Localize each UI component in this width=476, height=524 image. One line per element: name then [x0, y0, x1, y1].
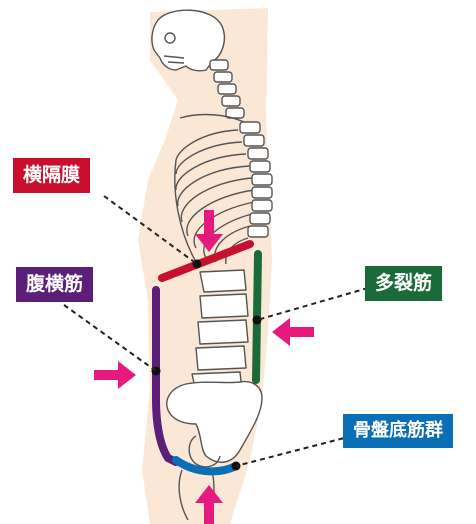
label-diaphragm: 横隔膜 — [13, 158, 90, 193]
label-multifidus: 多裂筋 — [365, 266, 442, 301]
label-transverse-abdominis: 腹横筋 — [16, 267, 93, 302]
pressure-arrow-icon — [94, 361, 136, 389]
label-pelvic-floor: 骨盤底筋群 — [343, 414, 453, 448]
muscle-multifidus — [253, 254, 262, 380]
pressure-arrow-icon — [272, 318, 314, 346]
leader-multifidus — [257, 288, 368, 320]
leader-transverse — [64, 305, 156, 371]
